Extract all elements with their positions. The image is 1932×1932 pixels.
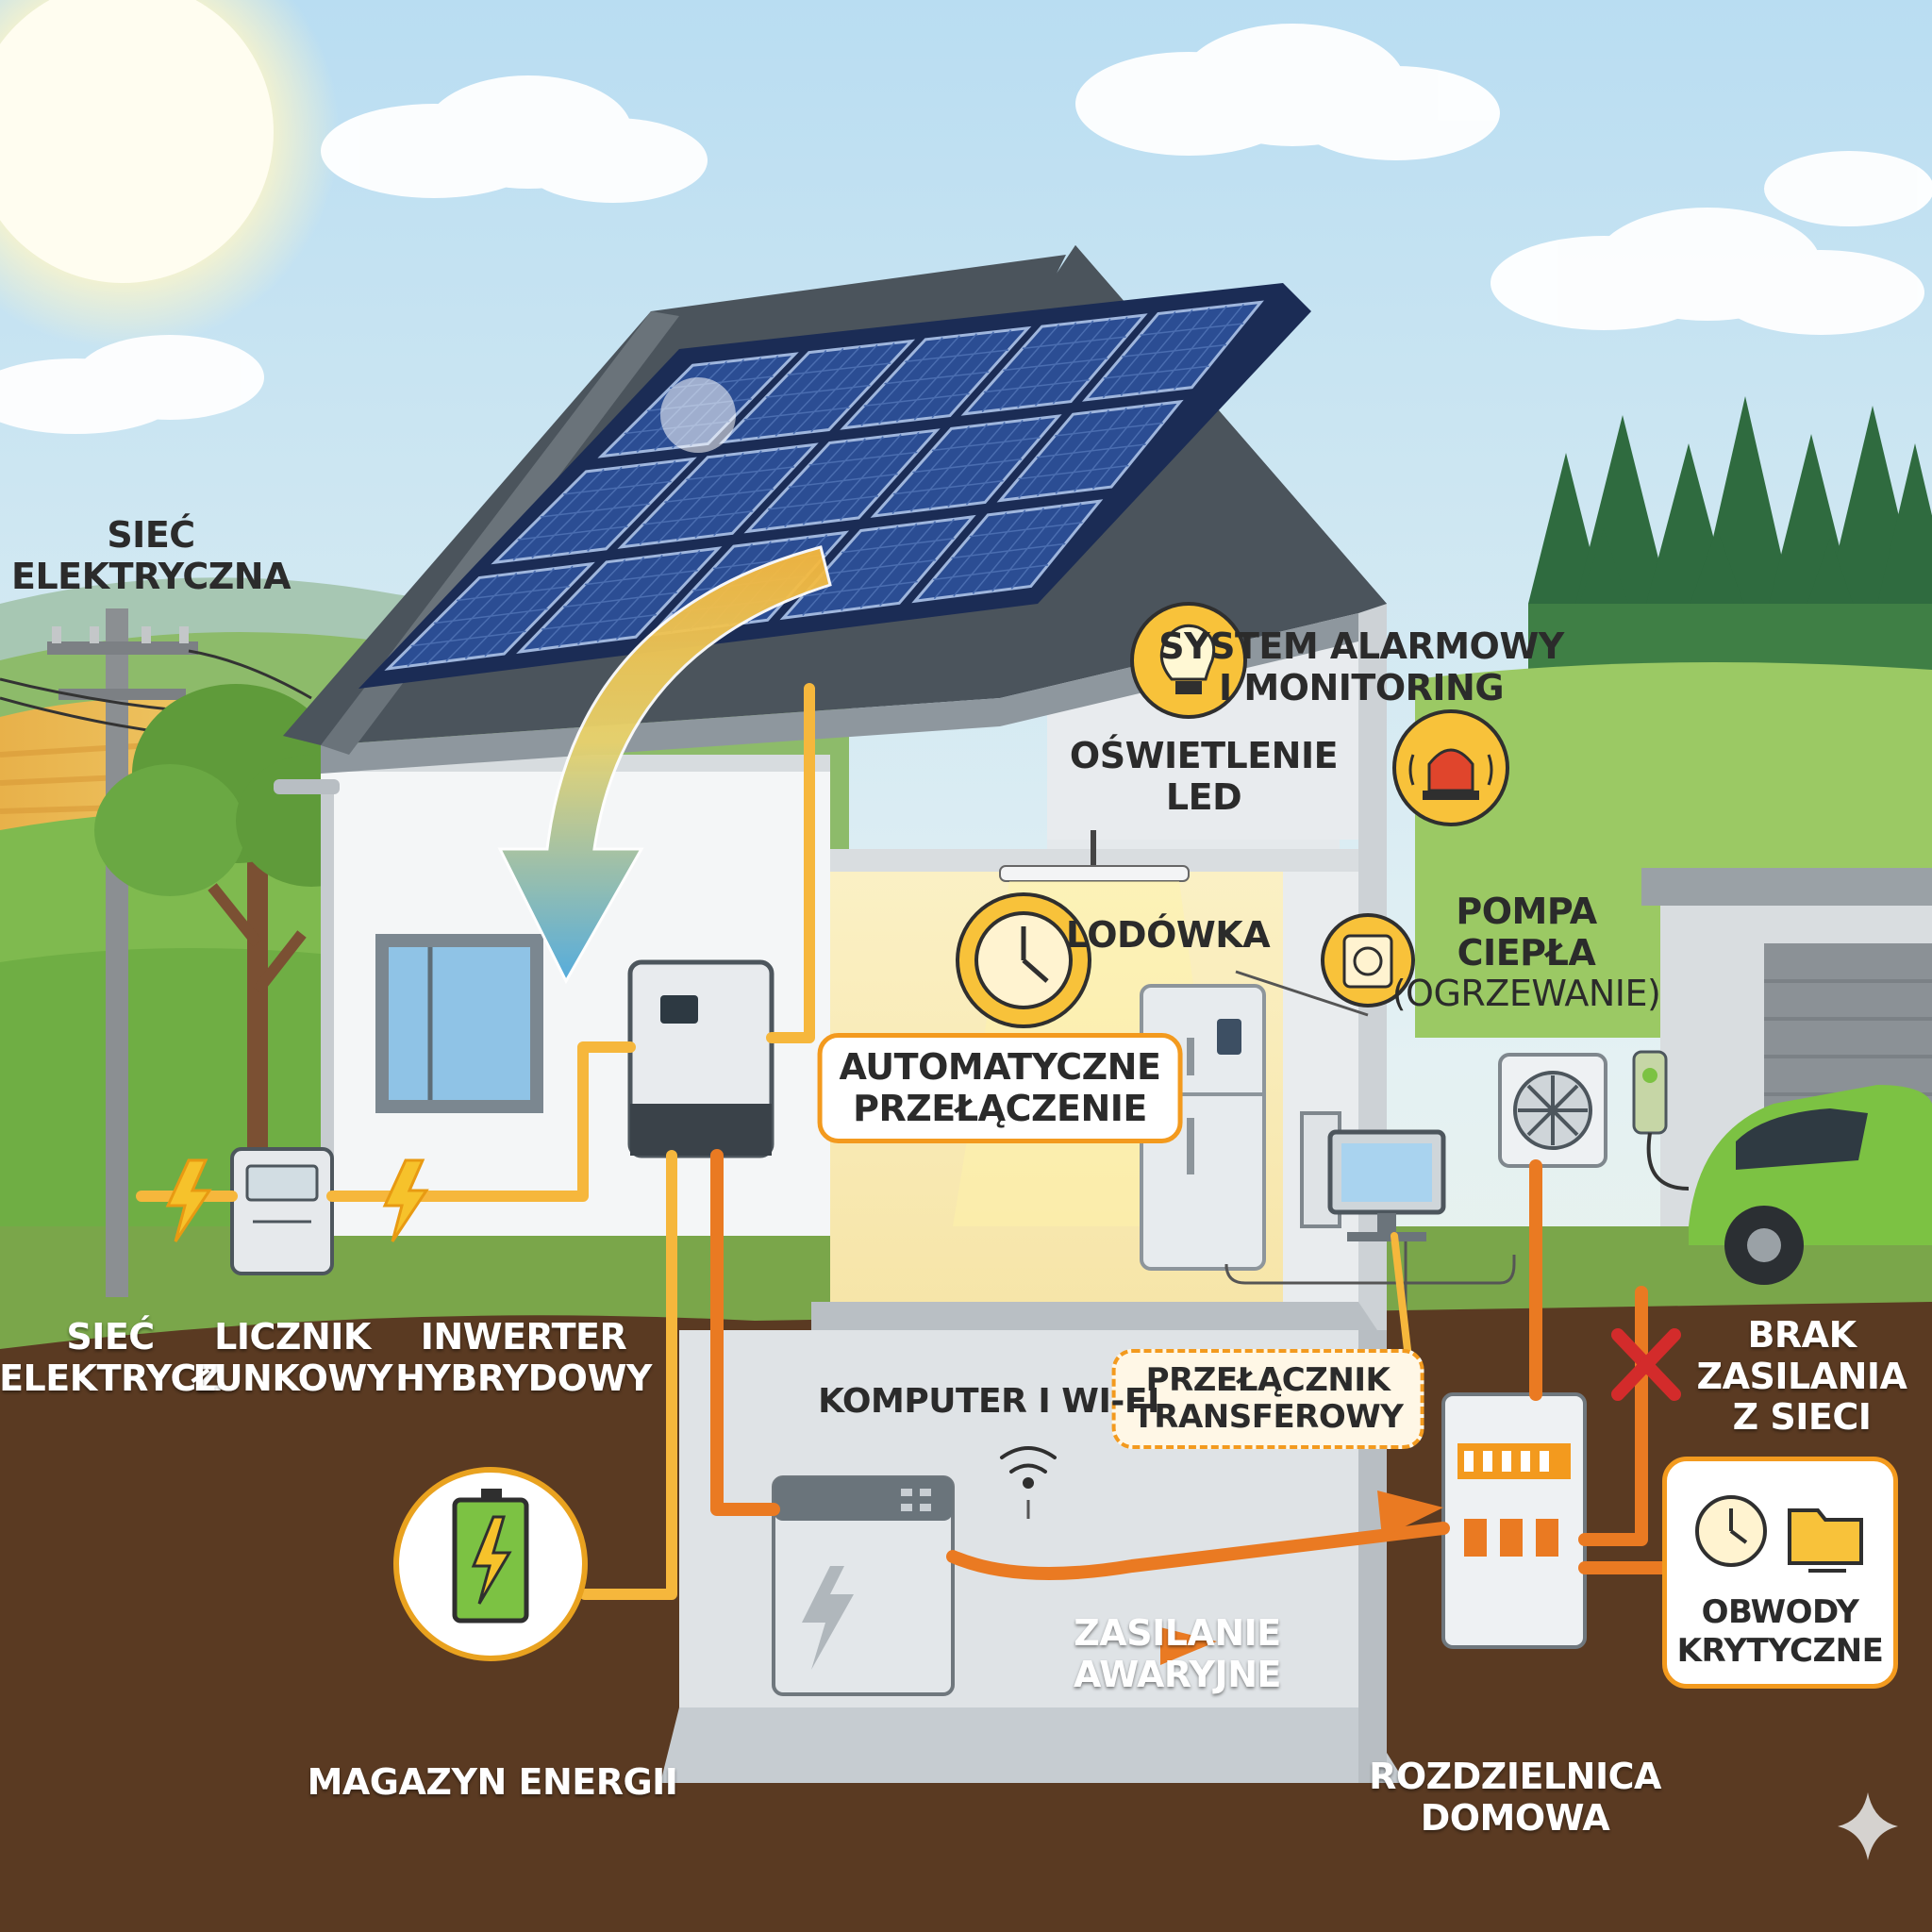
heat-pump <box>1498 1053 1607 1168</box>
computer <box>1300 1111 1446 1241</box>
clouds <box>0 24 1932 434</box>
flow-arrow-backup <box>1160 1627 1217 1665</box>
signal-cables <box>1026 970 1516 1519</box>
computer-label: KOMPUTER I WI-FI <box>818 1382 1159 1421</box>
thermostat-icon <box>1321 913 1415 1008</box>
lightning-bolts <box>165 1158 429 1242</box>
dc-cables <box>136 683 815 1600</box>
critical-circuits-icons <box>1695 1495 1863 1573</box>
clock-icon <box>1695 1495 1767 1567</box>
electric-car <box>1689 1085 1932 1285</box>
sun-icon <box>0 0 274 283</box>
battery-charging-icon <box>393 1467 588 1661</box>
folder-icon <box>1788 1508 1863 1573</box>
wifi-icon <box>1000 1446 1057 1489</box>
storage-label: MAGAZYN ENERGII <box>307 1761 678 1803</box>
lightbulb-icon <box>1130 602 1247 719</box>
ev-charger <box>1632 1050 1690 1191</box>
utility-pole <box>0 608 312 1297</box>
flow-arrow-switchboard <box>1377 1491 1443 1538</box>
panel-glare <box>660 377 736 453</box>
battery-storage-unit <box>772 1475 955 1696</box>
cross-icon <box>1611 1328 1681 1401</box>
alarm-beacon-icon <box>1392 709 1509 826</box>
fridge-label: LODÓWKA <box>1065 914 1271 956</box>
sparkle-icon <box>1838 1792 1898 1860</box>
solar-array <box>358 283 1311 689</box>
hybrid-inverter <box>627 959 774 1158</box>
clock-icon <box>956 892 1091 1028</box>
switchboard <box>1441 1392 1587 1649</box>
energy-meter <box>230 1147 334 1275</box>
solar-flow-arrow <box>497 545 832 985</box>
